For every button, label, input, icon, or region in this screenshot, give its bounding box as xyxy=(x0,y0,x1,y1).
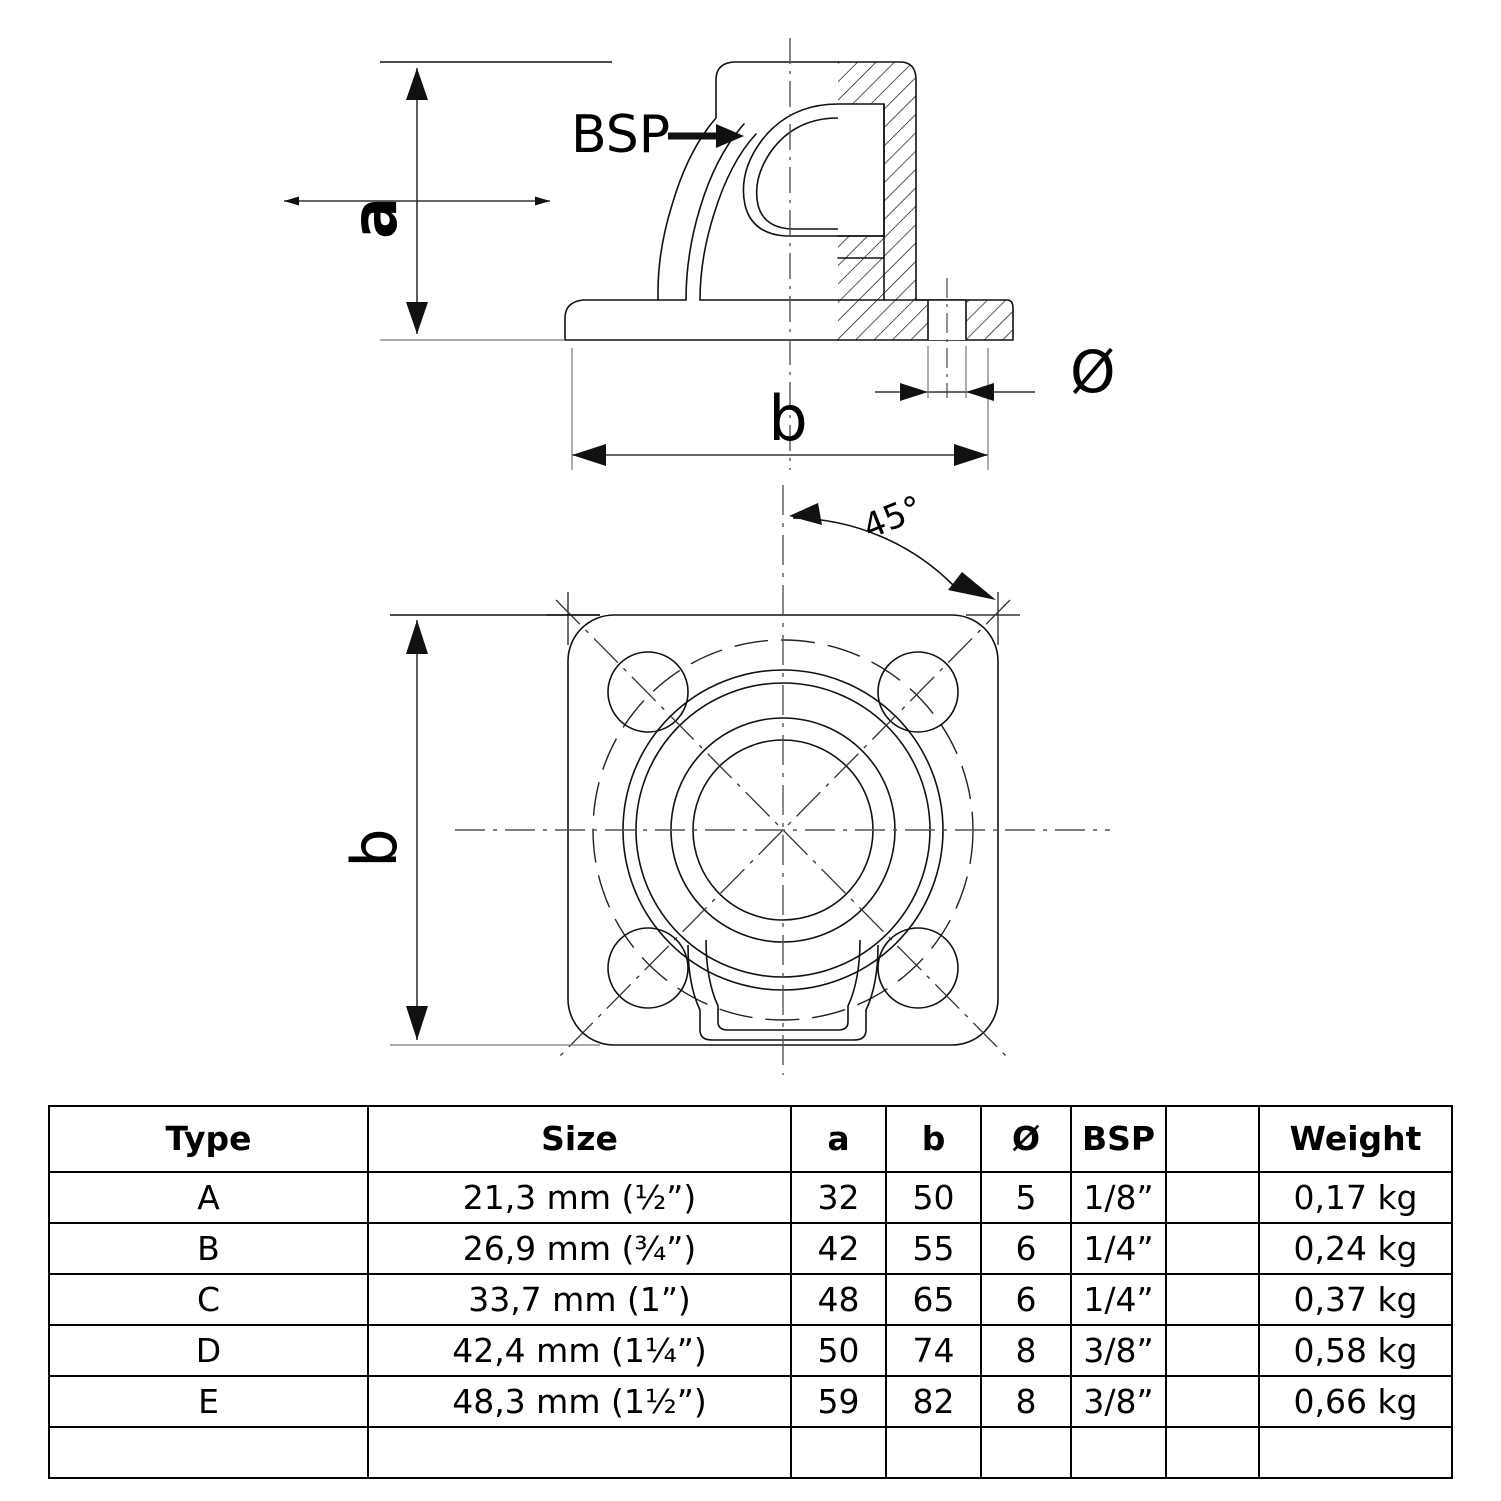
table-filler-row xyxy=(48,1426,1453,1479)
cell-blank xyxy=(1165,1171,1260,1224)
plan-view-centrelines xyxy=(455,485,1110,1075)
cell-size: 21,3 mm (½”) xyxy=(367,1171,792,1224)
cell-type: D xyxy=(48,1324,369,1377)
bsp-label: BSP xyxy=(571,105,670,165)
dimension-b-plan: b xyxy=(338,614,600,1046)
filler-cell xyxy=(1070,1426,1167,1479)
cell-bsp: 1/8” xyxy=(1070,1171,1167,1224)
cell-blank xyxy=(1165,1324,1260,1377)
filler-cell xyxy=(980,1426,1072,1479)
header-diameter: Ø xyxy=(980,1105,1072,1173)
cell-a: 32 xyxy=(790,1171,887,1224)
side-elevation-view xyxy=(564,61,1014,341)
fixing-hole-bottom-right xyxy=(877,927,959,1009)
filler-cell xyxy=(48,1426,369,1479)
filler-cell xyxy=(790,1426,887,1479)
dimension-b-side: b xyxy=(571,348,989,470)
header-blank xyxy=(1165,1105,1260,1173)
cell-weight: 0,24 kg xyxy=(1258,1222,1453,1275)
table-row: A 21,3 mm (½”) 32 50 5 1/8” 0,17 kg xyxy=(48,1171,1453,1224)
cell-b: 82 xyxy=(885,1375,982,1428)
cell-size: 33,7 mm (1”) xyxy=(367,1273,792,1326)
table-row: D 42,4 mm (1¼”) 50 74 8 3/8” 0,58 kg xyxy=(48,1324,1453,1377)
table-row: B 26,9 mm (¾”) 42 55 6 1/4” 0,24 kg xyxy=(48,1222,1453,1275)
cell-diameter: 6 xyxy=(980,1222,1072,1275)
cell-diameter: 6 xyxy=(980,1273,1072,1326)
cell-weight: 0,37 kg xyxy=(1258,1273,1453,1326)
table-row: C 33,7 mm (1”) 48 65 6 1/4” 0,37 kg xyxy=(48,1273,1453,1326)
dimension-label-diameter: Ø xyxy=(1070,338,1116,406)
cell-type: B xyxy=(48,1222,369,1275)
specification-table: Type Size a b Ø BSP Weight A 21,3 mm (½”… xyxy=(48,1105,1453,1479)
cell-size: 48,3 mm (1½”) xyxy=(367,1375,792,1428)
cell-diameter: 8 xyxy=(980,1375,1072,1428)
header-bsp: BSP xyxy=(1070,1105,1167,1173)
cell-size: 26,9 mm (¾”) xyxy=(367,1222,792,1275)
filler-cell xyxy=(367,1426,792,1479)
fixing-hole-top-left xyxy=(607,651,689,733)
cell-type: C xyxy=(48,1273,369,1326)
fixing-hole-top-right xyxy=(877,651,959,733)
cell-bsp: 1/4” xyxy=(1070,1273,1167,1326)
dimension-hole-diameter: Ø xyxy=(875,338,1116,406)
table-row: E 48,3 mm (1½”) 59 82 8 3/8” 0,66 kg xyxy=(48,1375,1453,1428)
dimension-label-a: a xyxy=(338,197,411,239)
cell-blank xyxy=(1165,1222,1260,1275)
dimension-label-b-plan: b xyxy=(338,828,411,867)
filler-cell xyxy=(1258,1426,1453,1479)
cell-b: 74 xyxy=(885,1324,982,1377)
filler-cell xyxy=(1165,1426,1260,1479)
cell-b: 65 xyxy=(885,1273,982,1326)
cell-diameter: 8 xyxy=(980,1324,1072,1377)
filler-cell xyxy=(885,1426,982,1479)
cell-bsp: 3/8” xyxy=(1070,1324,1167,1377)
cell-bsp: 1/4” xyxy=(1070,1222,1167,1275)
dimension-label-b-side: b xyxy=(768,382,807,455)
angle-label-45: 45° xyxy=(857,488,928,548)
cell-weight: 0,58 kg xyxy=(1258,1324,1453,1377)
cell-weight: 0,17 kg xyxy=(1258,1171,1453,1224)
cell-diameter: 5 xyxy=(980,1171,1072,1224)
header-a: a xyxy=(790,1105,887,1173)
header-type: Type xyxy=(48,1105,369,1173)
cell-blank xyxy=(1165,1375,1260,1428)
cell-a: 42 xyxy=(790,1222,887,1275)
cell-size: 42,4 mm (1¼”) xyxy=(367,1324,792,1377)
cell-b: 55 xyxy=(885,1222,982,1275)
fixing-hole-bottom-left xyxy=(607,927,689,1009)
header-b: b xyxy=(885,1105,982,1173)
bsp-callout: BSP xyxy=(571,105,744,165)
header-size: Size xyxy=(367,1105,792,1173)
cell-type: E xyxy=(48,1375,369,1428)
cell-weight: 0,66 kg xyxy=(1258,1375,1453,1428)
table-header-row: Type Size a b Ø BSP Weight xyxy=(48,1105,1453,1173)
cell-type: A xyxy=(48,1171,369,1224)
dimension-45-degree: 45° xyxy=(789,488,996,600)
cell-a: 59 xyxy=(790,1375,887,1428)
cell-bsp: 3/8” xyxy=(1070,1375,1167,1428)
rib-inner-outline xyxy=(705,939,861,1031)
cell-b: 50 xyxy=(885,1171,982,1224)
cell-a: 48 xyxy=(790,1273,887,1326)
cell-a: 50 xyxy=(790,1324,887,1377)
cell-blank xyxy=(1165,1273,1260,1326)
header-weight: Weight xyxy=(1258,1105,1453,1173)
dimension-a: a xyxy=(284,68,550,334)
